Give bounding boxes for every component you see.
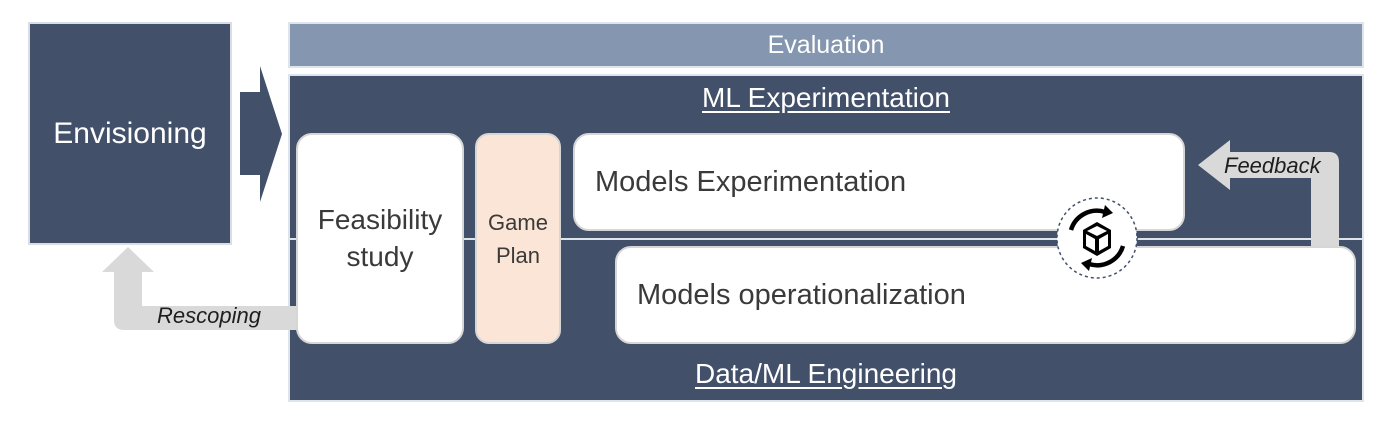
- game-plan-box: Game Plan: [475, 133, 561, 344]
- ml-experimentation-title: ML Experimentation: [702, 82, 950, 113]
- feasibility-line2: study: [346, 240, 414, 272]
- feedback-label-wrap: Feedback: [1224, 153, 1321, 179]
- feasibility-study-box: Feasibility study: [296, 133, 464, 344]
- feasibility-line1: Feasibility: [317, 204, 443, 236]
- data-ml-engineering-title: Data/ML Engineering: [694, 358, 957, 389]
- rescoping-label: Rescoping: [157, 303, 261, 328]
- models-experimentation-label: Models Experimentation: [595, 165, 907, 198]
- models-operationalization-box: Models operationalization: [615, 246, 1356, 344]
- feedback-arrow-overlay: [1198, 140, 1339, 250]
- feedback-label: Feedback: [1224, 153, 1321, 178]
- package-cycle-icon: [1056, 197, 1138, 279]
- rescoping-arrow-overlay: [288, 306, 298, 330]
- rescoping-label-wrap: Rescoping: [157, 303, 261, 329]
- game-plan-line1: Game: [488, 209, 548, 235]
- ml-experimentation-title-wrap: ML Experimentation: [290, 82, 1362, 114]
- rescoping-arrow: [102, 247, 298, 330]
- game-plan-line2: Plan: [495, 242, 541, 268]
- envisioning-box: Envisioning: [28, 22, 232, 245]
- evaluation-label: Evaluation: [767, 30, 885, 59]
- data-ml-engineering-title-wrap: Data/ML Engineering: [290, 358, 1362, 390]
- models-operationalization-label: Models operationalization: [637, 278, 966, 311]
- envisioning-to-main-arrow: [240, 66, 282, 202]
- envisioning-label: Envisioning: [53, 116, 207, 150]
- evaluation-bar: Evaluation: [288, 22, 1364, 68]
